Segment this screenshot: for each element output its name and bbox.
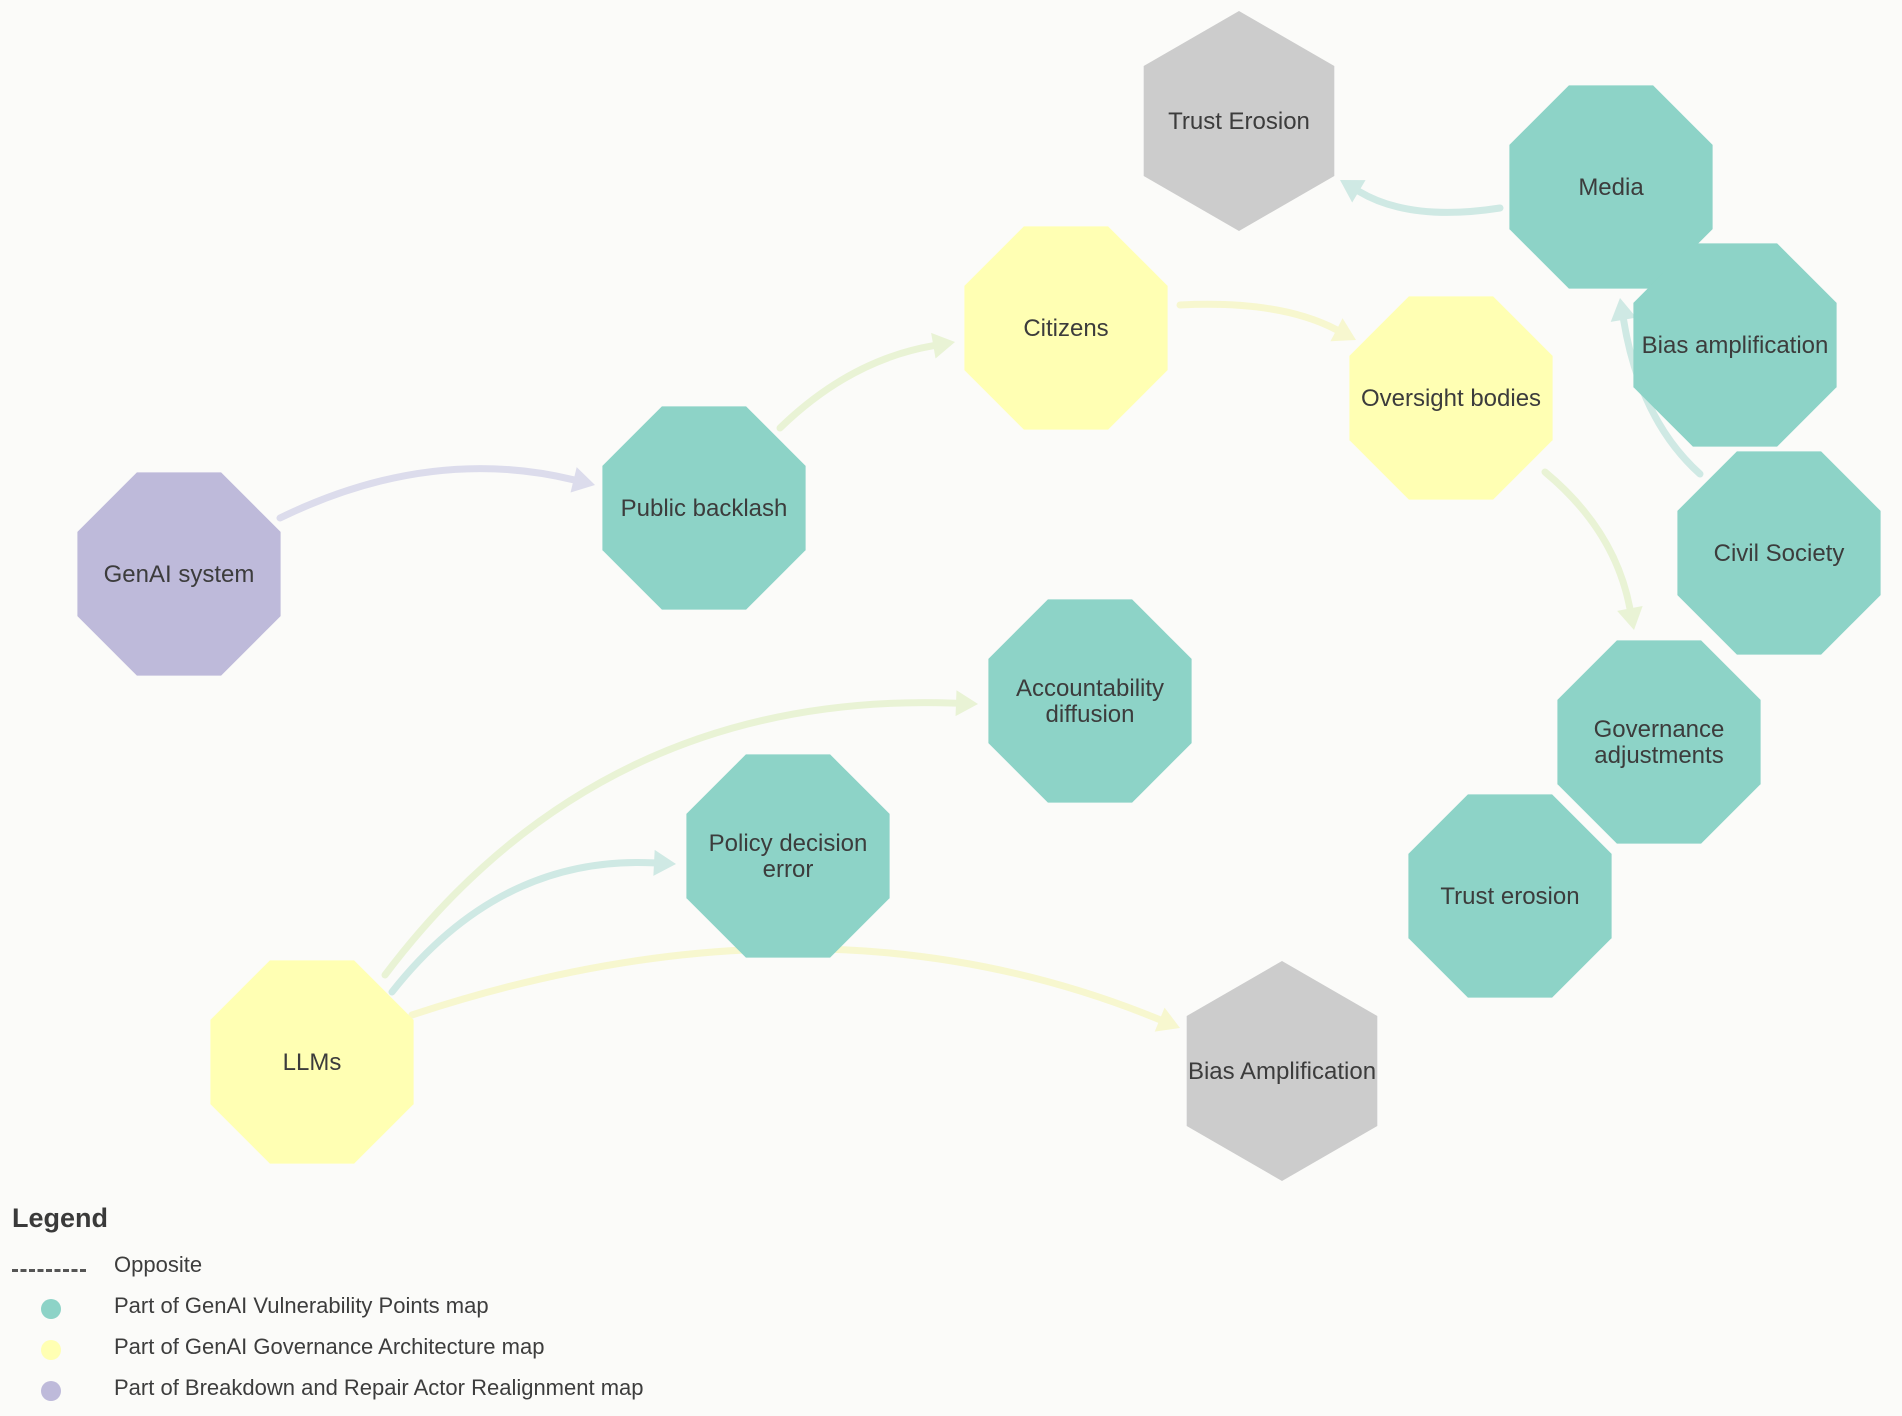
node-llms[interactable]: LLMs — [210, 960, 414, 1164]
node-label: Oversight bodies — [1361, 385, 1541, 412]
edge-civil-society-to-media — [1620, 316, 1704, 478]
node-label: Trust Erosion — [1168, 108, 1310, 135]
legend-item-label: Opposite — [114, 1252, 203, 1277]
octagon-shape[interactable] — [964, 226, 1168, 430]
legend-item-opposite: Opposite — [12, 1252, 772, 1293]
octagon-shape[interactable] — [1349, 296, 1553, 500]
edge-genai-system-to-public-backlash — [276, 465, 578, 522]
arrowhead-icon — [1154, 1007, 1180, 1032]
edge-public-backlash-to-citizens — [776, 342, 937, 432]
edge-llms-to-policy-decision-error — [388, 858, 658, 996]
node-trust-erosion-top[interactable]: Trust Erosion — [1143, 11, 1335, 231]
arrowhead-icon — [931, 332, 955, 359]
node-label: Trust erosion — [1440, 883, 1579, 910]
legend-item-label: Part of Breakdown and Repair Actor Reali… — [114, 1375, 644, 1400]
node-label-line: Policy decision — [709, 830, 868, 857]
octagon-shape[interactable] — [77, 472, 281, 676]
arrowhead-icon — [955, 690, 978, 717]
node-label: LLMs — [283, 1049, 342, 1076]
yellow-dot-icon — [41, 1340, 61, 1360]
legend-title: Legend — [12, 1203, 109, 1233]
edge-oversight-bodies-to-governance-adjustments — [1541, 468, 1634, 612]
node-bias-amplification-bottom[interactable]: Bias Amplification — [1186, 961, 1378, 1181]
node-label: Bias amplification — [1642, 332, 1829, 359]
teal-dot-icon — [41, 1299, 61, 1319]
octagon-shape[interactable] — [1633, 243, 1837, 447]
octagon-shape[interactable] — [1557, 640, 1761, 844]
node-label-line: adjustments — [1594, 742, 1723, 769]
node-label-line: Bias Amplification — [1188, 1058, 1376, 1085]
node-genai-system[interactable]: GenAI system — [77, 472, 281, 676]
arrowhead-icon — [1610, 298, 1637, 322]
node-bias-amplification-right[interactable]: Bias amplification — [1633, 243, 1837, 447]
edges-layer — [276, 180, 1704, 1032]
node-label: Civil Society — [1714, 540, 1845, 567]
node-label: Media — [1578, 174, 1644, 201]
node-label-line: Governance — [1594, 716, 1725, 743]
octagon-shape[interactable] — [210, 960, 414, 1164]
hexagon-shape[interactable] — [1186, 961, 1378, 1181]
node-label-line: Accountability — [1016, 675, 1164, 702]
node-label-line: error — [763, 856, 814, 883]
octagon-shape[interactable] — [1408, 794, 1612, 998]
dashed-line-icon — [12, 1257, 86, 1281]
node-label-line: Public backlash — [621, 495, 788, 522]
node-label: Public backlash — [621, 495, 788, 522]
arrowhead-icon — [570, 467, 595, 493]
node-label-line: Trust Erosion — [1168, 108, 1310, 135]
legend-item-label: Part of GenAI Vulnerability Points map — [114, 1293, 489, 1318]
node-media[interactable]: Media — [1509, 85, 1713, 289]
hexagon-shape[interactable] — [1143, 11, 1335, 231]
purple-dot-icon — [41, 1381, 61, 1401]
node-label-line: Oversight bodies — [1361, 385, 1541, 412]
edge-citizens-to-oversight-bodies — [1176, 300, 1341, 334]
arrowhead-icon — [1617, 605, 1643, 630]
legend-item-governance-architecture: Part of GenAI Governance Architecture ma… — [12, 1334, 772, 1375]
arrowhead-icon — [653, 849, 676, 876]
legend-item-vulnerability-points: Part of GenAI Vulnerability Points map — [12, 1293, 772, 1334]
edge-media-to-trust-erosion-top — [1355, 187, 1504, 216]
node-label-line: LLMs — [283, 1049, 342, 1076]
legend-item-actor-realignment: Part of Breakdown and Repair Actor Reali… — [12, 1375, 772, 1416]
node-citizens[interactable]: Citizens — [964, 226, 1168, 430]
node-label-line: Civil Society — [1714, 540, 1845, 567]
edge-llms-to-bias-amplification-bottom — [408, 945, 1164, 1024]
node-label-line: GenAI system — [104, 561, 255, 588]
arrowhead-icon — [1340, 180, 1366, 203]
node-label-line: Bias amplification — [1642, 332, 1829, 359]
arrowhead-icon — [1330, 318, 1356, 342]
octagon-shape[interactable] — [988, 599, 1192, 803]
octagon-shape[interactable] — [1509, 85, 1713, 289]
nodes-layer: GenAI system Public backlash CitizensOvers… — [77, 11, 1881, 1181]
node-label: GenAI system — [104, 561, 255, 588]
node-oversight-bodies[interactable]: Oversight bodies — [1349, 296, 1553, 500]
octagon-shape[interactable] — [602, 406, 806, 610]
node-label-line: diffusion — [1046, 701, 1135, 728]
node-label: Bias Amplification — [1188, 1058, 1376, 1085]
node-civil-society[interactable]: Civil Society — [1677, 451, 1881, 655]
legend-item-label: Part of GenAI Governance Architecture ma… — [114, 1334, 545, 1359]
edge-llms-to-accountability-diffusion — [381, 699, 960, 979]
node-public-backlash[interactable]: Public backlash — [602, 406, 806, 610]
octagon-shape[interactable] — [686, 754, 890, 958]
node-trust-erosion-lower[interactable]: Trust erosion — [1408, 794, 1612, 998]
octagon-shape[interactable] — [1677, 451, 1881, 655]
node-label: Citizens — [1023, 315, 1108, 342]
node-label-line: Trust erosion — [1440, 883, 1579, 910]
legend: Legend Opposite Part of GenAI Vulnerabil… — [12, 1203, 772, 1416]
node-label-line: Media — [1578, 174, 1644, 201]
node-label-line: Citizens — [1023, 315, 1108, 342]
